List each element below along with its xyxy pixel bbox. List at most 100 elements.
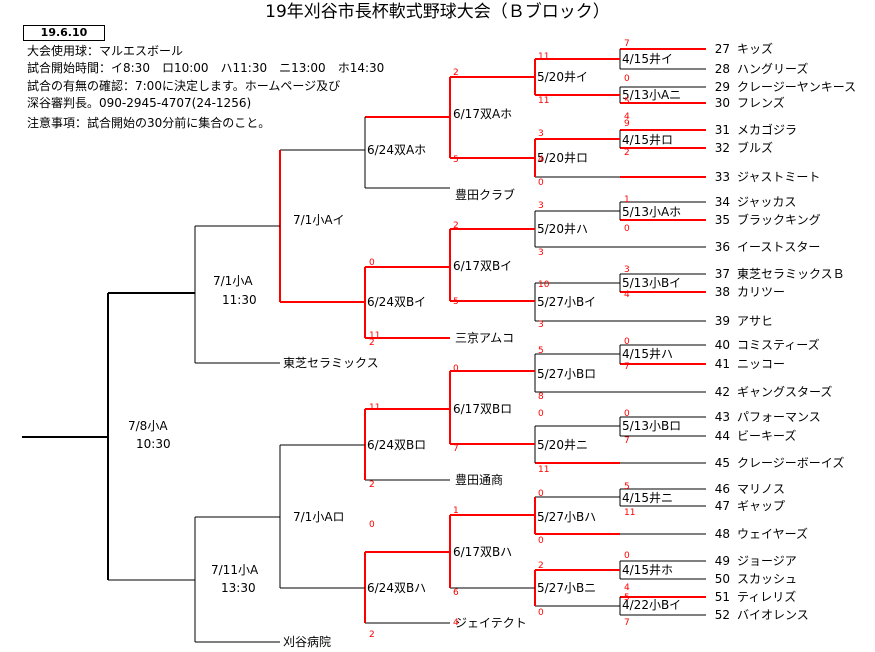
round1-match-label: 4/22小Bイ — [622, 598, 682, 612]
team-name: クレージーボーイズ — [737, 456, 845, 470]
team-name: ニッコー — [737, 357, 786, 371]
semifinal-match-label: 13:30 — [221, 581, 256, 595]
team-number: 51 — [714, 590, 730, 604]
seeded-team-name: 豊田通商 — [455, 473, 504, 487]
team-number: 38 — [714, 285, 730, 299]
round3-match-label: 6/17双Bイ — [453, 259, 513, 273]
team-name: ブラックキング — [737, 213, 821, 227]
score-mark: 0 — [624, 337, 630, 347]
score-mark: 0 — [369, 520, 375, 530]
team-number: 47 — [714, 499, 730, 513]
score-mark: 5 — [538, 346, 544, 356]
team-name: ビーキーズ — [737, 429, 797, 443]
score-mark: 0 — [538, 178, 544, 188]
score-mark: 3 — [538, 320, 544, 330]
round4-match-label: 6/24双Aホ — [367, 143, 427, 157]
score-mark: 2 — [453, 68, 459, 78]
quarterfinal-match-label: 7/1小Aイ — [293, 213, 345, 227]
team-number: 49 — [714, 554, 730, 568]
team-number: 43 — [714, 410, 730, 424]
seeded-team-name: 東芝セラミックス — [283, 356, 379, 370]
round1-match-label: 5/13小Aホ — [622, 205, 682, 219]
round1-match-label: 5/13小Bイ — [622, 276, 682, 290]
note-start-times: 試合開始時間：イ8:30 ロ10:00 ハ11:30 ニ13:00 ホ14:30 — [27, 61, 385, 75]
score-mark: 9 — [624, 119, 630, 129]
round2-match-label: 5/20井ニ — [537, 438, 588, 452]
score-mark: 10 — [538, 280, 550, 290]
team-number: 40 — [714, 338, 730, 352]
team-name: スカッシュ — [737, 572, 798, 586]
score-mark: 7 — [624, 618, 630, 628]
page-title: 19年刈谷市長杯軟式野球大会（Ｂブロック） — [265, 2, 610, 22]
score-mark: 0 — [624, 409, 630, 419]
team-name: マリノス — [737, 482, 786, 496]
score-mark: 2 — [453, 221, 459, 231]
score-mark: 7 — [453, 444, 459, 454]
score-mark: 8 — [538, 392, 544, 402]
score-mark: 4 — [453, 618, 459, 628]
score-mark: 7 — [624, 436, 630, 446]
score-mark: 4 — [624, 583, 630, 593]
date-box: 19.6.10 — [23, 25, 105, 41]
score-mark: 3 — [538, 201, 544, 211]
round1-match-label: 4/15井ニ — [622, 491, 673, 505]
team-number: 39 — [714, 314, 730, 328]
round2-match-label: 5/20井イ — [537, 70, 588, 84]
team-number: 27 — [714, 42, 730, 56]
score-mark: 11 — [369, 331, 381, 341]
semifinal-match-label: 7/11小A — [211, 563, 259, 577]
team-number: 52 — [714, 608, 730, 622]
score-mark: 0 — [369, 258, 375, 268]
team-name: ギャングスターズ — [737, 385, 833, 399]
score-mark: 0 — [624, 551, 630, 561]
score-mark: 0 — [624, 224, 630, 234]
score-mark: 2 — [369, 480, 375, 490]
score-mark: 7 — [624, 39, 630, 49]
round1-match-label: 4/15井ホ — [622, 563, 673, 577]
team-number: 46 — [714, 482, 730, 496]
score-mark: 11 — [624, 508, 636, 518]
seeded-team-name: 刈谷病院 — [283, 635, 332, 649]
seeded-team-name: ジェイテクト — [455, 616, 527, 630]
note-ball: 大会使用球：マルエスボール — [27, 44, 184, 58]
round2-match-label: 5/27小Bニ — [537, 581, 597, 595]
round3-match-label: 6/17双Aホ — [453, 107, 513, 121]
score-mark: 0 — [624, 74, 630, 84]
team-name: メカゴジラ — [737, 123, 798, 137]
score-mark: 0 — [453, 364, 459, 374]
final-match-label: 7/8小A — [128, 419, 168, 433]
team-number: 44 — [714, 429, 730, 443]
team-name: ジャストミート — [737, 170, 821, 184]
team-name: イーストスター — [737, 240, 821, 254]
note-caution: 注意事項：試合開始の30分前に集合のこと。 — [27, 116, 271, 130]
score-mark: 3 — [538, 129, 544, 139]
score-mark: 11 — [538, 465, 550, 475]
semifinal-match-label: 7/1小A — [213, 274, 253, 288]
score-mark: 0 — [538, 608, 544, 618]
final-match-label: 10:30 — [136, 437, 171, 451]
score-mark: 6 — [453, 588, 459, 598]
team-name: キッズ — [737, 42, 774, 56]
quarterfinal-match-label: 7/1小Aロ — [293, 510, 345, 524]
score-mark: 5 — [453, 155, 459, 165]
note-referee: 深谷審判長。090-2945-4707(24-1256) — [27, 96, 252, 110]
round3-match-label: 6/17双Bハ — [453, 545, 513, 559]
score-mark: 0 — [538, 489, 544, 499]
round4-match-label: 6/24双Bロ — [367, 438, 427, 452]
score-mark: 1 — [453, 506, 459, 516]
team-name: ジョージア — [737, 554, 797, 568]
team-name: ブルズ — [737, 141, 774, 155]
team-name: ティレリズ — [737, 590, 797, 604]
score-mark: 0 — [538, 409, 544, 419]
round1-match-label: 5/13小Aニ — [622, 88, 682, 102]
score-mark: 0 — [538, 536, 544, 546]
round2-match-label: 5/27小Bイ — [537, 295, 597, 309]
team-number: 50 — [714, 572, 730, 586]
team-name: バイオレンス — [737, 608, 809, 622]
team-name: ジャッカス — [737, 195, 797, 209]
team-name: ハングリーズ — [737, 62, 809, 76]
score-mark: 2 — [369, 338, 375, 348]
team-number: 37 — [714, 267, 730, 281]
score-mark: 11 — [538, 52, 550, 62]
